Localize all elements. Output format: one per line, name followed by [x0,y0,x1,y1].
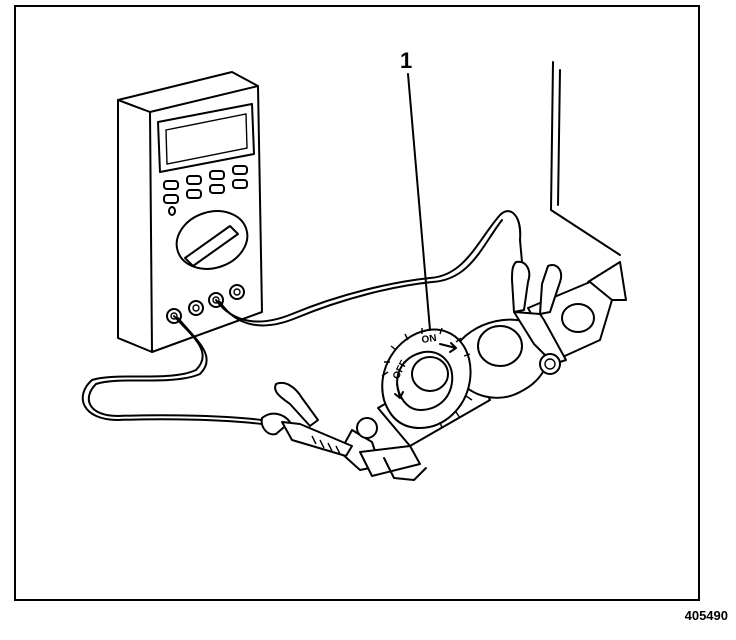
alligator-clip-left [260,382,353,457]
callout-1: 1 [400,48,431,331]
diagram-frame [14,5,700,601]
multimeter [117,71,263,353]
selector-dial [175,210,249,270]
multimeter-buttons [163,165,248,216]
engine-bracket [550,61,621,256]
pressure-switch-knob: OFF ON [381,327,473,429]
callout-label: 1 [400,48,412,73]
test-lead-red [215,210,523,327]
figure-id: 405490 [684,608,728,623]
compressor-fitting [339,261,627,481]
alligator-clip-right [511,260,567,375]
test-lead-black [81,315,263,425]
multimeter-display [157,103,255,173]
knob-label-on: ON [421,333,437,346]
